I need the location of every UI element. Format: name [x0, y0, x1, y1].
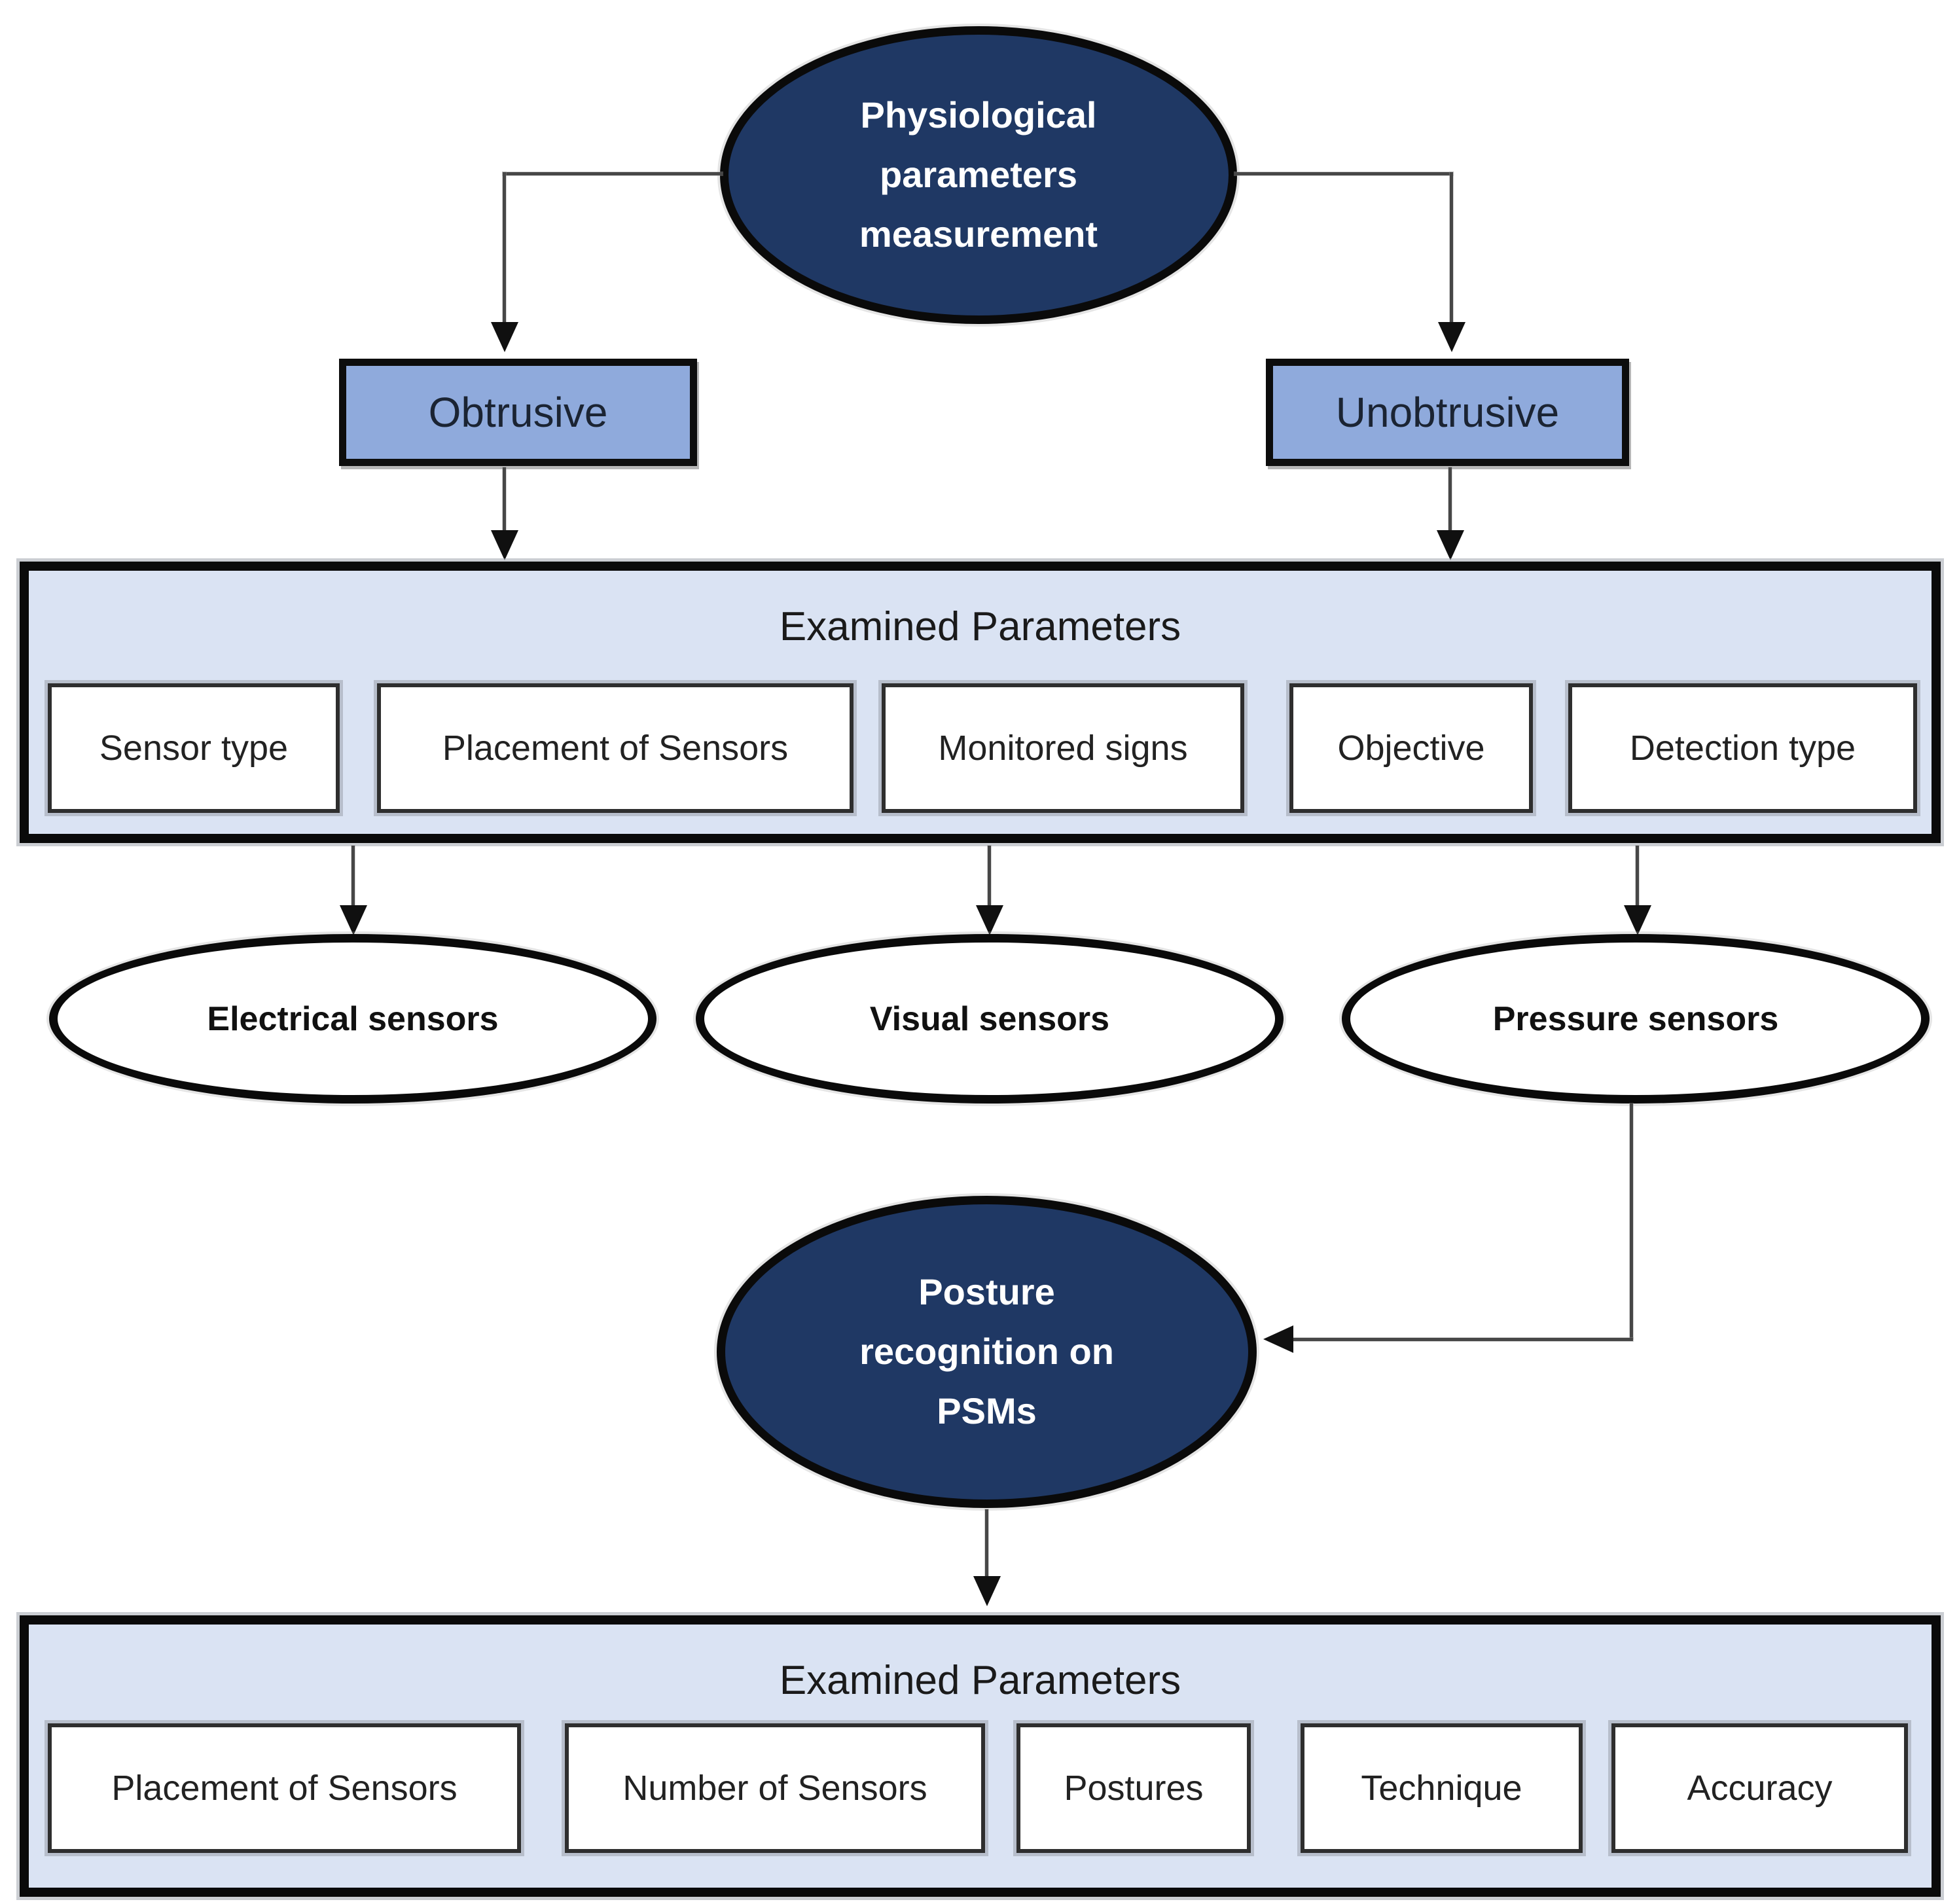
arrowhead-into-posture — [1263, 1325, 1293, 1353]
connector-pressure-down-vertical — [1630, 1104, 1633, 1339]
parameter-box-technique: Technique — [1301, 1723, 1583, 1853]
connector-obtrusive-to-panel — [503, 467, 506, 531]
parameter-box-placement: Placement of Sensors — [377, 683, 854, 813]
connector-root-to-unobtrusive-horizontal — [1234, 172, 1453, 175]
node-electrical-sensors: Electrical sensors — [49, 934, 656, 1104]
connector-panel-to-pressure — [1636, 846, 1639, 907]
panel-title: Examined Parameters — [779, 604, 1181, 649]
arrowhead-into-panel-bottom — [973, 1576, 1001, 1606]
connector-root-to-obtrusive-vertical — [503, 172, 506, 323]
connector-unobtrusive-to-panel — [1448, 467, 1452, 531]
panel-examined-parameters-top: Examined Parameters Sensor type Placemen… — [20, 562, 1941, 843]
connector-root-to-unobtrusive-vertical — [1450, 172, 1453, 323]
node-label: Electrical sensors — [207, 999, 499, 1038]
node-pressure-sensors: Pressure sensors — [1342, 934, 1930, 1104]
node-posture-recognition: Posture recognition on PSMs — [717, 1196, 1257, 1508]
connector-root-to-obtrusive-horizontal — [503, 172, 723, 175]
arrowhead-into-electrical — [340, 905, 367, 935]
parameter-box-postures: Postures — [1016, 1723, 1251, 1853]
node-label: Obtrusive — [428, 389, 608, 436]
arrowhead-into-panel-left — [491, 530, 518, 560]
parameter-box-objective: Objective — [1289, 683, 1533, 813]
parameter-box-sensor-type: Sensor type — [48, 683, 340, 813]
node-visual-sensors: Visual sensors — [696, 934, 1284, 1104]
arrowhead-into-unobtrusive — [1438, 322, 1465, 352]
arrowhead-into-obtrusive — [491, 322, 518, 352]
parameter-box-detection-type: Detection type — [1568, 683, 1917, 813]
connector-panel-to-electrical — [351, 846, 355, 907]
connector-panel-to-visual — [988, 846, 991, 907]
connector-pressure-to-posture-horizontal — [1292, 1338, 1633, 1341]
panel-title: Examined Parameters — [779, 1658, 1181, 1703]
node-unobtrusive: Unobtrusive — [1266, 359, 1629, 466]
parameter-box-monitored: Monitored signs — [882, 683, 1244, 813]
panel-examined-parameters-bottom: Examined Parameters Placement of Sensors… — [20, 1615, 1941, 1897]
node-label: Pressure sensors — [1492, 999, 1779, 1038]
node-physiological-parameters: Physiological parameters measurement — [720, 26, 1237, 324]
node-label: Visual sensors — [869, 999, 1110, 1038]
arrowhead-into-pressure — [1624, 905, 1651, 935]
node-obtrusive: Obtrusive — [339, 359, 697, 466]
arrowhead-into-panel-right — [1437, 530, 1464, 560]
node-label: Physiological parameters measurement — [859, 94, 1098, 255]
node-label: Posture recognition on PSMs — [859, 1271, 1114, 1431]
node-label: Unobtrusive — [1335, 389, 1560, 436]
parameter-box-placement-2: Placement of Sensors — [48, 1723, 521, 1853]
parameter-box-accuracy: Accuracy — [1611, 1723, 1908, 1853]
arrowhead-into-visual — [976, 905, 1003, 935]
connector-posture-to-panel — [985, 1509, 988, 1577]
parameter-box-number: Number of Sensors — [565, 1723, 985, 1853]
